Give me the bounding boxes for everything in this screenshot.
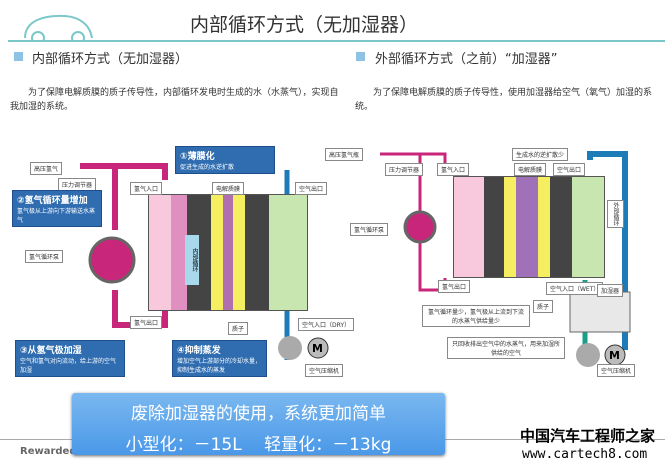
label-h2-tank: 高压氢气瓶 [325,148,364,161]
label-backdiff: 生成水的逆扩散少 [512,148,569,161]
right-fuel-cell-stack [453,176,605,278]
right-heading: 外部循环方式（之前）“加湿器” [375,52,558,67]
label-air-out: 空气出口 [553,163,586,176]
label-h2-tank: 高压氢气 [30,162,63,175]
pump-icon [403,210,437,244]
label-regulator: 压力调节器 [385,163,424,176]
label-pump: 氢气循环泵 [350,223,389,236]
label-humidifier: 加湿器 [597,284,624,297]
title-divider [8,40,665,42]
label-h2-in: 氢气入口 [130,182,163,195]
label-compressor: 空气压缩机 [597,364,636,377]
svg-text:M: M [609,349,620,362]
callout-3: ③从氢气极加湿空气和氢气对向流动，给上游的空气加湿 [15,340,125,377]
label-proton: 质子 [533,300,554,313]
label-h2-out: 氢气出口 [438,280,471,293]
callout-2: ②氢气循环量增加氢气极从上游向下游输送水蒸气 [12,190,102,227]
summary-banner: 废除加湿器的使用，系统更加简单 小型化：－15L 轻量化：－13kg [72,393,445,455]
label-external: 外部循环 [607,200,624,228]
watermark-cn: 中国汽车工程师之家 [520,427,656,445]
note-1: 氢气循环量少，氢气极从上流到下流的水蒸气供给量少 [422,305,530,327]
page-title: 内部循环方式（无加湿器） [190,14,419,36]
label-air-in: 空气入口（WET） [546,282,604,295]
callout-1: ①薄膜化促进生成的水逆扩散 [175,146,275,174]
right-desc: 为了保障电解质膜的质子传导性，使用加湿器给空气（氧气）加湿的系统。 [355,88,653,112]
callout-4: ④抑制蒸发增加空气上游部分的冷却水量，抑制生成水的蒸发 [172,340,267,377]
label-proton: 质子 [228,322,249,335]
left-desc: 为了保障电解质膜的质子传导性，内部循环发电时生成的水（水蒸气），实现自我加湿的系… [10,88,339,112]
bullet-icon [14,52,23,61]
label-air-out: 空气出口 [295,182,328,195]
svg-text:M: M [312,342,323,355]
banner-line-2: 小型化：－15L 轻量化：－13kg [125,435,392,455]
label-membrane: 电解质膜 [514,163,547,176]
label-air-in: 空气入口（DRY） [298,318,355,331]
label-compressor: 空气压缩机 [305,364,344,377]
pump-icon [88,236,136,284]
label-h2-out: 氢气出口 [130,316,163,329]
left-fuel-cell-stack: 内部循环 [148,194,308,311]
label-membrane: 电解质膜 [212,182,245,195]
car-logo-icon [24,14,93,40]
bullet-icon [356,52,365,61]
note-2: 只回收排出空气中的水蒸气，用来加湿所供给的空气 [447,337,565,359]
footer-text: Rewarded [20,446,77,457]
internal-loop-label: 内部循环 [185,235,199,285]
watermark-url: www.cartech8.com [522,447,648,462]
left-heading: 内部循环方式（无加湿器） [32,52,189,67]
label-pump: 氢气循环泵 [25,250,64,263]
label-h2-in: 氢气入口 [437,163,470,176]
banner-line-1: 废除加湿器的使用，系统更加简单 [131,404,386,424]
